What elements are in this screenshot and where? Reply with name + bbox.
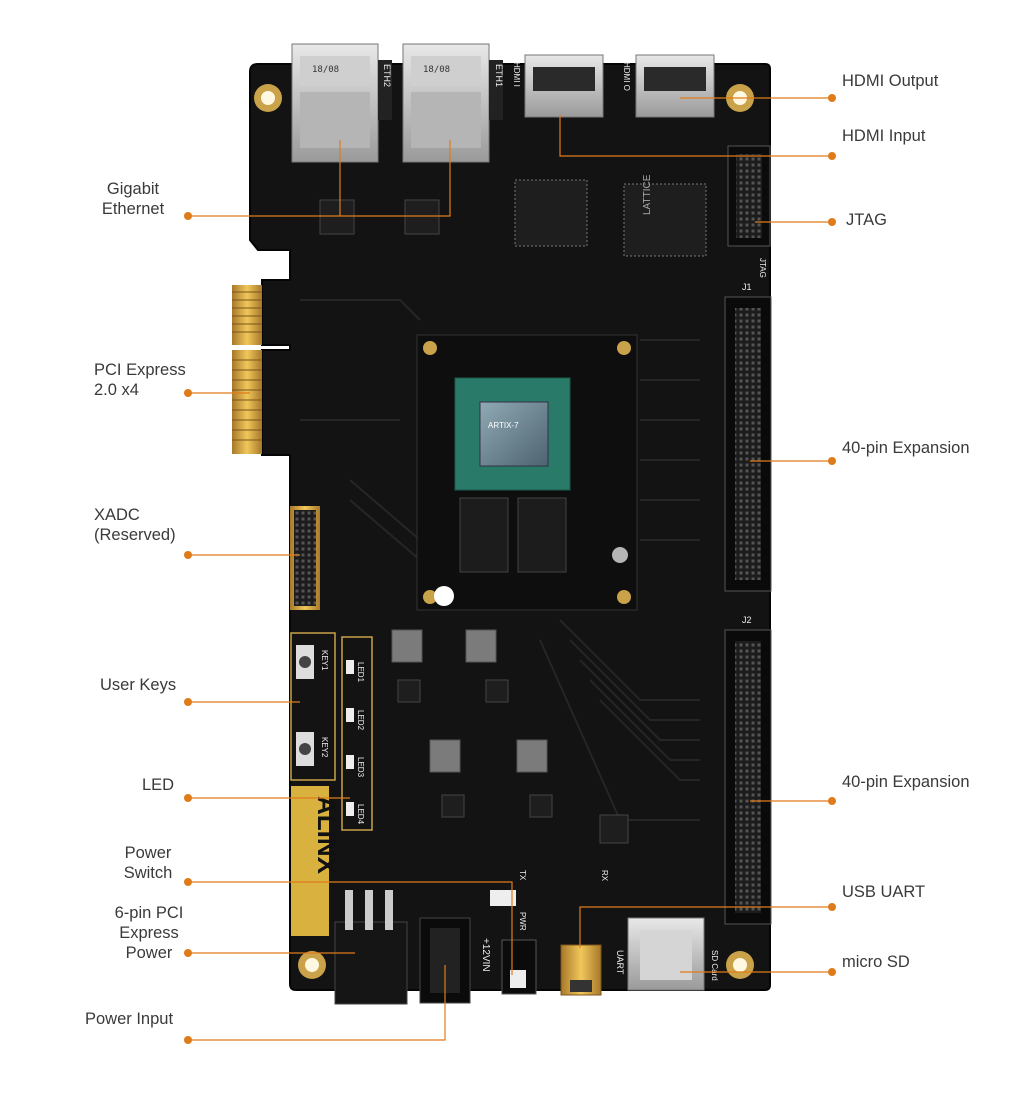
key2-silk: KEY2 bbox=[320, 737, 329, 758]
hdmi-i-silk: HDMI I bbox=[512, 62, 521, 87]
phy-chip bbox=[514, 179, 588, 247]
label-xadc: XADC (Reserved) bbox=[94, 506, 176, 544]
tx-silk: TX bbox=[518, 870, 527, 881]
lattice-silk: LATTICE bbox=[642, 174, 653, 215]
j1-silk: J1 bbox=[742, 282, 752, 292]
j2-silk: J2 bbox=[742, 615, 752, 625]
label-hdmi-output: HDMI Output bbox=[842, 72, 939, 90]
label-expansion-top: 40-pin Expansion bbox=[842, 439, 970, 457]
hdmi-o-silk: HDMI O bbox=[622, 62, 631, 91]
label-user-keys: User Keys bbox=[100, 676, 177, 694]
hdmi-input-connector bbox=[524, 54, 604, 118]
label-jtag: JTAG bbox=[846, 211, 887, 229]
leader-gigabit-ethernet-2 bbox=[340, 140, 451, 217]
sd-card-silk: SD Card bbox=[710, 950, 719, 981]
jtag-silk: JTAG bbox=[758, 258, 767, 278]
label-pcie-power: 6-pin PCI Express Power bbox=[114, 904, 184, 962]
xadc-header bbox=[290, 506, 320, 610]
svg-text:18/08: 18/08 bbox=[423, 65, 450, 75]
led3-silk: LED3 bbox=[356, 757, 365, 778]
label-hdmi-input: HDMI Input bbox=[842, 127, 926, 145]
label-expansion-bottom: 40-pin Expansion bbox=[842, 773, 970, 791]
label-pci-express: PCI Express 2.0 x4 bbox=[94, 361, 186, 399]
power-inductors bbox=[391, 629, 548, 773]
alinx-logo: ALINX bbox=[291, 786, 342, 936]
leader-power-switch bbox=[188, 881, 513, 975]
pcie-gold-fingers bbox=[232, 285, 262, 454]
alinx-logo-text: ALINX bbox=[312, 796, 342, 875]
led4-silk: LED4 bbox=[356, 804, 365, 825]
leader-hdmi-input bbox=[559, 115, 832, 157]
led1-silk: LED1 bbox=[356, 662, 365, 683]
v12in-silk: +12VIN bbox=[480, 938, 491, 972]
leader-power-input bbox=[188, 965, 446, 1041]
user-keys-area bbox=[290, 632, 336, 781]
rx-silk: RX bbox=[600, 870, 609, 882]
expansion-header-j1 bbox=[724, 296, 772, 592]
expansion-header-j2 bbox=[724, 629, 772, 925]
lattice-chip bbox=[623, 183, 707, 257]
pcie-power-connector bbox=[334, 890, 408, 1005]
key1-silk: KEY1 bbox=[320, 650, 329, 671]
svg-text:18/08: 18/08 bbox=[312, 65, 339, 75]
usb-uart-connector bbox=[560, 944, 602, 996]
core-module: ARTIX-7 bbox=[416, 334, 638, 611]
eth-phy-1 bbox=[404, 199, 440, 235]
micro-sd-slot bbox=[627, 917, 705, 991]
eth-phy-2 bbox=[319, 199, 355, 235]
eth2-silk: ETH2 bbox=[382, 64, 392, 87]
label-micro-sd: micro SD bbox=[842, 953, 910, 971]
label-gigabit-ethernet: Gigabit Ethernet bbox=[101, 180, 165, 218]
eth1-silk: ETH1 bbox=[494, 64, 504, 87]
fpga-silk: ARTIX-7 bbox=[488, 421, 519, 430]
power-switch bbox=[490, 890, 537, 995]
leader-lines bbox=[188, 97, 832, 1041]
regulators bbox=[397, 679, 629, 844]
label-power-switch: Power Switch bbox=[123, 844, 173, 882]
hdmi-output-connector bbox=[635, 54, 715, 118]
pcb-traces bbox=[300, 299, 700, 821]
ethernet-port-eth1: 18/08 bbox=[402, 43, 503, 163]
label-power-input: Power Input bbox=[85, 1010, 174, 1028]
pwr-silk: PWR bbox=[518, 912, 527, 931]
ethernet-port-eth2: 18/08 bbox=[291, 43, 392, 163]
label-led: LED bbox=[142, 776, 175, 794]
leds-area bbox=[341, 636, 373, 831]
jtag-header bbox=[727, 145, 771, 247]
leader-usb-uart bbox=[579, 906, 832, 948]
uart-silk: UART bbox=[615, 950, 625, 975]
led2-silk: LED2 bbox=[356, 710, 365, 731]
label-usb-uart: USB UART bbox=[842, 883, 926, 901]
leader-dots bbox=[184, 94, 836, 1044]
